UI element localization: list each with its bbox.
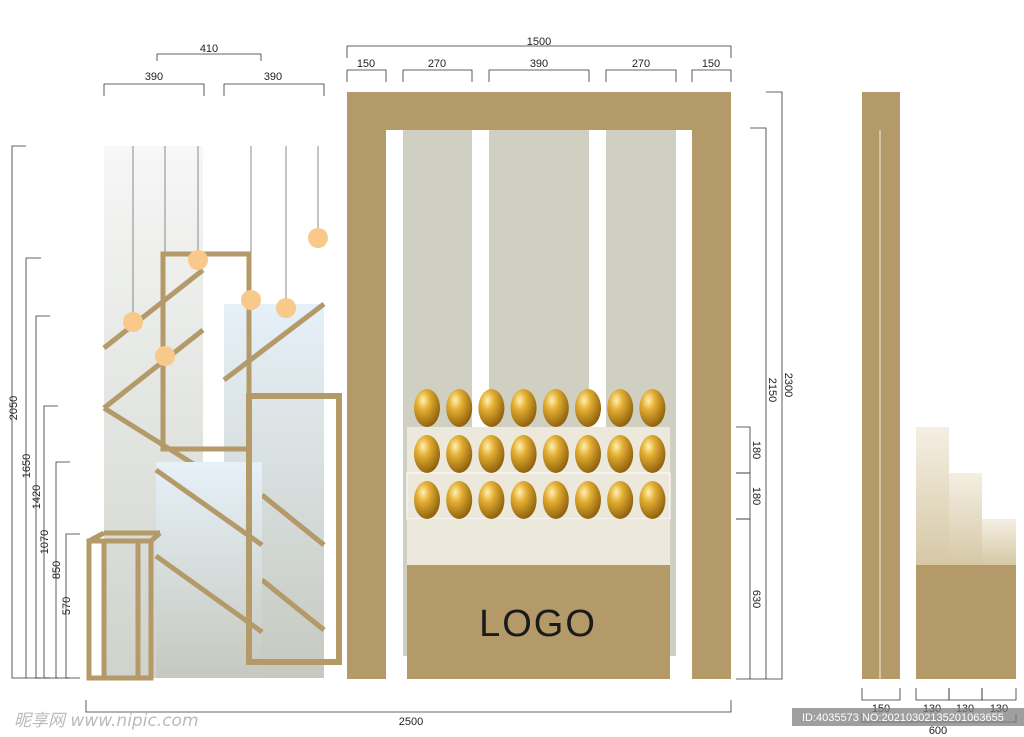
- golden-egg: [542, 389, 569, 427]
- golden-egg: [607, 389, 634, 427]
- dim-left-top-total: 410: [200, 43, 218, 55]
- front-top-dimensions: [346, 45, 732, 82]
- golden-egg: [478, 481, 505, 519]
- bulb-6: [308, 228, 328, 248]
- golden-egg: [607, 435, 634, 473]
- golden-egg: [575, 481, 601, 519]
- left-top-dimensions: [103, 53, 325, 96]
- left-elevation: [86, 146, 342, 681]
- golden-egg: [575, 389, 601, 427]
- side-counter: [916, 565, 1016, 679]
- golden-egg: [478, 435, 505, 473]
- dim-right-v-2150: 2150: [766, 378, 778, 402]
- bulb-5: [276, 298, 296, 318]
- golden-egg: [446, 435, 473, 473]
- dim-front-seg-270a: 270: [428, 58, 446, 70]
- side-step-2: [949, 473, 982, 565]
- watermark-right-bg: [792, 708, 1024, 726]
- dim-right-v-180a: 180: [750, 441, 762, 459]
- watermark-right: ID:4035573 NO:20210302135201063655: [802, 712, 1004, 724]
- side-step-1: [916, 427, 949, 565]
- shelf-3: [407, 519, 670, 565]
- dim-right-v-630: 630: [750, 590, 762, 608]
- left-gold-frame-2: [246, 393, 342, 665]
- watermark-left: 昵享网 www.nipic.com: [14, 711, 199, 731]
- dim-left-v-850: 850: [51, 561, 63, 579]
- front-gold-frame: [347, 92, 731, 679]
- overall-width-dimension: [85, 700, 732, 713]
- left-vertical-dimensions: [11, 145, 80, 679]
- golden-eggs: [414, 389, 666, 519]
- dim-left-v-570: 570: [61, 597, 73, 615]
- side-elevation: [862, 92, 1016, 679]
- front-panel-diagonals: [154, 467, 264, 635]
- golden-egg: [446, 389, 473, 427]
- front-right-dimensions: [736, 91, 783, 680]
- front-elevation: LOGO: [347, 92, 731, 679]
- golden-egg: [478, 389, 505, 427]
- golden-egg: [639, 481, 666, 519]
- golden-egg: [542, 481, 569, 519]
- dim-side-total: 600: [929, 725, 947, 737]
- dim-left-v-1070: 1070: [39, 530, 51, 554]
- golden-egg: [639, 389, 666, 427]
- dim-overall-width: 2500: [399, 716, 423, 728]
- dim-front-seg-270b: 270: [632, 58, 650, 70]
- bulb-1: [123, 312, 143, 332]
- golden-egg: [510, 435, 537, 473]
- cube-display-stand: [86, 530, 162, 681]
- golden-egg: [414, 389, 440, 427]
- counter-logo-text: LOGO: [479, 603, 597, 645]
- golden-egg: [510, 389, 537, 427]
- bulb-4: [241, 290, 261, 310]
- golden-egg: [446, 481, 473, 519]
- dim-front-seg-150b: 150: [702, 58, 720, 70]
- pendant-bulbs: [123, 228, 328, 366]
- side-step-3: [982, 519, 1016, 565]
- golden-egg: [639, 435, 666, 473]
- golden-egg: [510, 481, 537, 519]
- dim-right-v-180b: 180: [750, 487, 762, 505]
- golden-egg: [414, 435, 440, 473]
- golden-egg: [414, 481, 440, 519]
- dim-left-v-1420: 1420: [31, 485, 43, 509]
- golden-egg: [607, 481, 634, 519]
- dim-left-top-seg1: 390: [145, 71, 163, 83]
- logo-counter: [407, 565, 670, 679]
- dim-left-v-2050: 2050: [8, 396, 20, 420]
- side-frame: [862, 92, 900, 679]
- golden-egg: [542, 435, 569, 473]
- dim-front-seg-390: 390: [530, 58, 548, 70]
- bulb-3: [188, 250, 208, 270]
- dim-right-v-2300: 2300: [782, 373, 794, 397]
- dim-front-seg-150a: 150: [357, 58, 375, 70]
- bulb-2: [155, 346, 175, 366]
- dim-left-top-seg2: 390: [264, 71, 282, 83]
- dim-front-total: 1500: [527, 36, 551, 48]
- dim-left-v-1650: 1650: [21, 454, 33, 478]
- golden-egg: [575, 435, 601, 473]
